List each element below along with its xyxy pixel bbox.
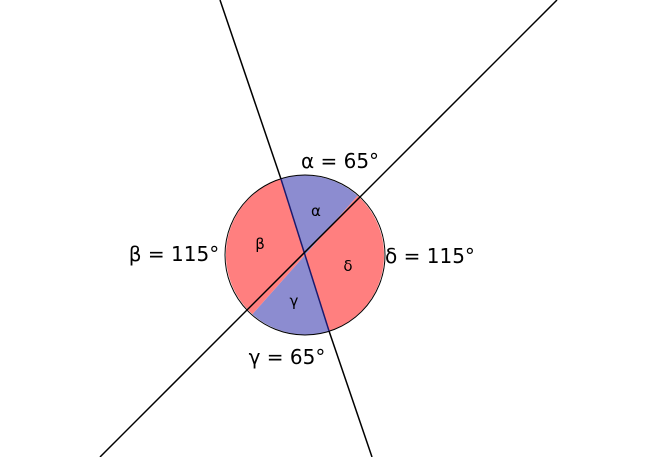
steep-line-lower <box>328 330 373 457</box>
steep-line-inner <box>280 178 330 332</box>
label-alpha: α = 65° <box>301 149 379 173</box>
sector-delta <box>305 195 385 332</box>
steep-line-upper <box>219 0 282 180</box>
symbol-beta: β <box>255 235 265 253</box>
label-delta: δ = 115° <box>385 244 475 268</box>
sector-gamma <box>252 255 330 335</box>
symbol-gamma: γ <box>290 292 299 310</box>
label-beta: β = 115° <box>129 242 219 266</box>
label-gamma: γ = 65° <box>249 345 326 369</box>
sector-beta <box>225 178 305 315</box>
symbol-delta: δ <box>343 257 352 275</box>
shallow-line <box>99 0 558 457</box>
sector-alpha <box>280 175 358 255</box>
angle-circle <box>224 174 386 336</box>
symbol-alpha: α <box>311 202 321 220</box>
